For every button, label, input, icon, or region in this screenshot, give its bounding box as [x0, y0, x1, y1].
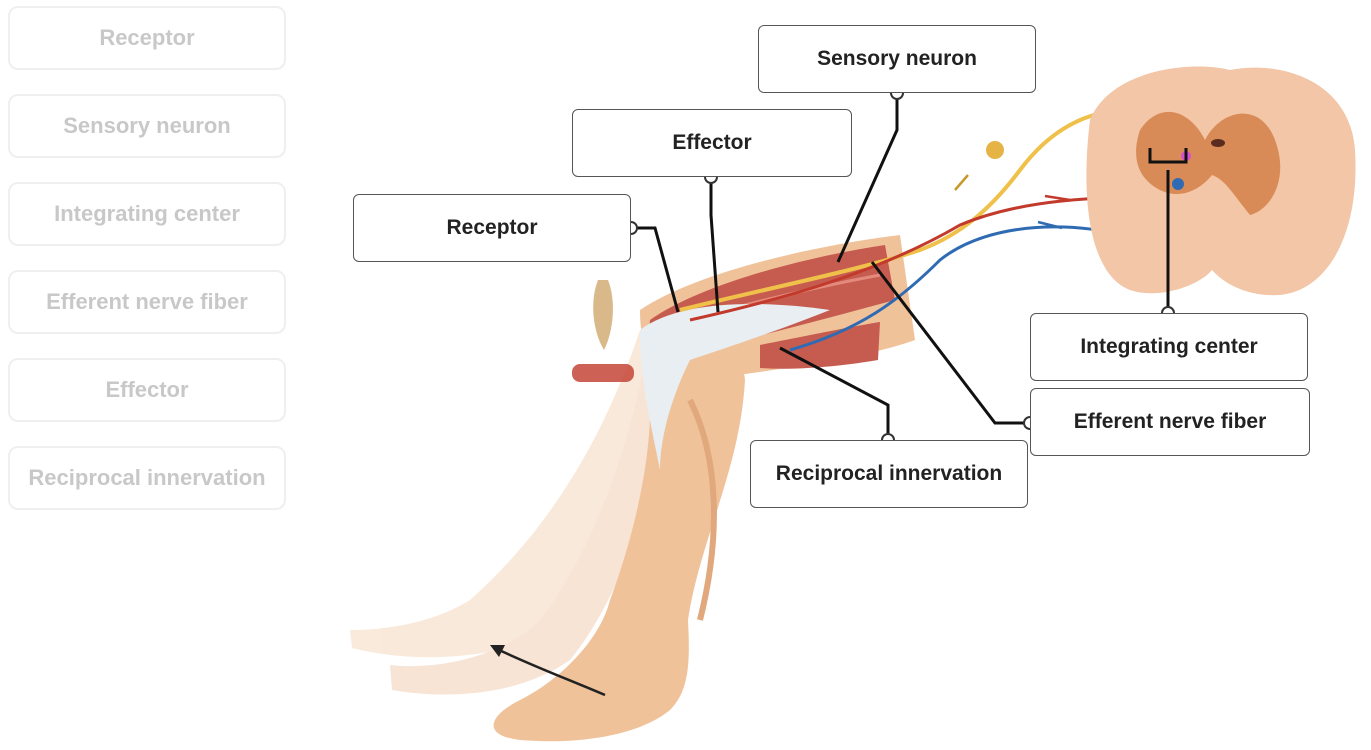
label-sensory-neuron[interactable]: Sensory neuron [758, 25, 1036, 93]
spinal-cord-cross-section [1086, 67, 1355, 296]
label-efferent-nerve-fiber[interactable]: Efferent nerve fiber [1030, 388, 1310, 456]
label-effector[interactable]: Effector [572, 109, 852, 177]
reflex-hammer [572, 280, 634, 382]
sensory-direction-arrow [955, 175, 968, 190]
label-integrating-center[interactable]: Integrating center [1030, 313, 1308, 381]
motor-direction-arrow [1045, 196, 1070, 200]
sensory-ganglion-icon [986, 141, 1004, 159]
label-reciprocal-innervation[interactable]: Reciprocal innervation [750, 440, 1028, 508]
label-receptor[interactable]: Receptor [353, 194, 631, 262]
